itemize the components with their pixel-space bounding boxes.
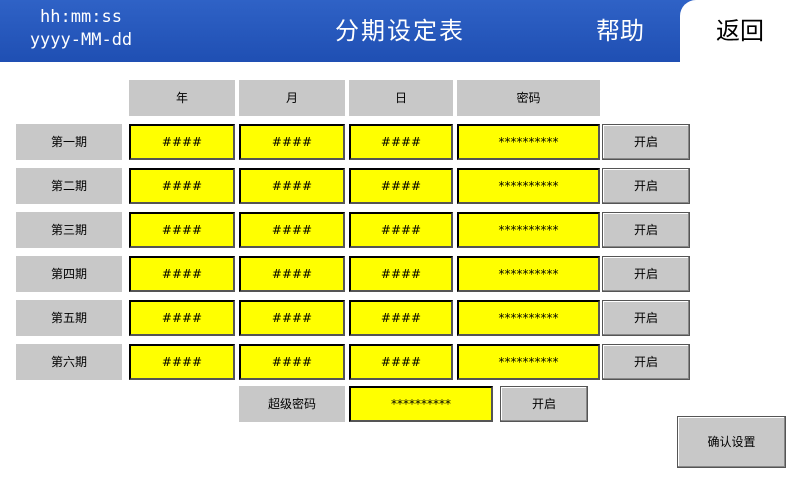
super-password-label: 超级密码	[239, 386, 345, 422]
period-label-6: 第六期	[16, 344, 122, 380]
period-4-year-field[interactable]: ####	[129, 256, 235, 292]
period-3-password-field[interactable]: **********	[457, 212, 600, 248]
column-header-month: 月	[239, 80, 345, 116]
period-1-month-field[interactable]: ####	[239, 124, 345, 160]
period-6-enable-button[interactable]: 开启	[602, 344, 690, 380]
period-3-year-field[interactable]: ####	[129, 212, 235, 248]
period-5-month-field[interactable]: ####	[239, 300, 345, 336]
period-label-5: 第五期	[16, 300, 122, 336]
period-2-enable-button[interactable]: 开启	[602, 168, 690, 204]
period-2-password-field[interactable]: **********	[457, 168, 600, 204]
period-2-month-field[interactable]: ####	[239, 168, 345, 204]
confirm-settings-button[interactable]: 确认设置	[677, 416, 786, 468]
period-4-enable-button[interactable]: 开启	[602, 256, 690, 292]
super-password-field[interactable]: **********	[349, 386, 493, 422]
period-3-enable-button[interactable]: 开启	[602, 212, 690, 248]
period-label-1: 第一期	[16, 124, 122, 160]
period-6-month-field[interactable]: ####	[239, 344, 345, 380]
datetime-display: hh:mm:ss yyyy-MM-dd	[16, 6, 146, 52]
date-display: yyyy-MM-dd	[29, 30, 133, 50]
period-1-year-field[interactable]: ####	[129, 124, 235, 160]
back-button[interactable]: 返回	[680, 0, 800, 62]
column-header-day: 日	[349, 80, 453, 116]
period-2-year-field[interactable]: ####	[129, 168, 235, 204]
time-display: hh:mm:ss	[40, 7, 122, 27]
period-4-password-field[interactable]: **********	[457, 256, 600, 292]
page-title: 分期设定表	[335, 17, 465, 45]
column-header-year: 年	[129, 80, 235, 116]
period-4-day-field[interactable]: ####	[349, 256, 453, 292]
period-1-day-field[interactable]: ####	[349, 124, 453, 160]
period-4-month-field[interactable]: ####	[239, 256, 345, 292]
header-bar: hh:mm:ss yyyy-MM-dd 分期设定表 帮助 返回	[0, 0, 800, 62]
period-3-month-field[interactable]: ####	[239, 212, 345, 248]
period-5-year-field[interactable]: ####	[129, 300, 235, 336]
period-1-password-field[interactable]: **********	[457, 124, 600, 160]
help-button[interactable]: 帮助	[596, 17, 644, 45]
period-1-enable-button[interactable]: 开启	[602, 124, 690, 160]
period-2-day-field[interactable]: ####	[349, 168, 453, 204]
period-5-day-field[interactable]: ####	[349, 300, 453, 336]
period-5-password-field[interactable]: **********	[457, 300, 600, 336]
period-6-year-field[interactable]: ####	[129, 344, 235, 380]
period-3-day-field[interactable]: ####	[349, 212, 453, 248]
period-label-3: 第三期	[16, 212, 122, 248]
period-6-password-field[interactable]: **********	[457, 344, 600, 380]
period-5-enable-button[interactable]: 开启	[602, 300, 690, 336]
period-6-day-field[interactable]: ####	[349, 344, 453, 380]
column-header-password: 密码	[457, 80, 600, 116]
super-password-enable-button[interactable]: 开启	[500, 386, 588, 422]
period-label-4: 第四期	[16, 256, 122, 292]
period-label-2: 第二期	[16, 168, 122, 204]
